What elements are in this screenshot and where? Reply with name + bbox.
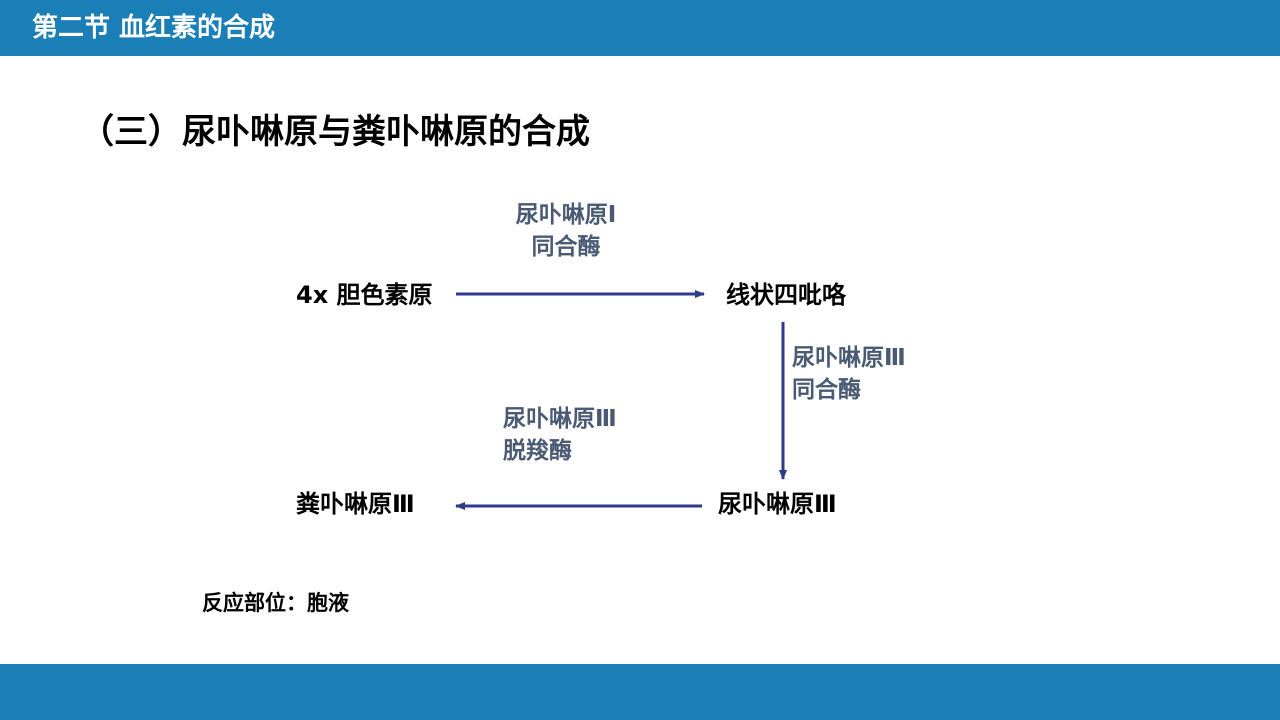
enzyme-step1-line1: 尿卟啉原Ⅰ [515, 202, 617, 228]
enzyme-step2-line1: 尿卟啉原Ⅲ [792, 345, 906, 371]
node-porphobilinogen: 4x 胆色素原 [296, 281, 433, 309]
enzyme-label-step3: 尿卟啉原Ⅲ 脱羧酶 [503, 403, 617, 467]
enzyme-step1-line2: 同合酶 [531, 234, 601, 260]
enzyme-label-step2: 尿卟啉原Ⅲ 同合酶 [792, 342, 906, 406]
enzyme-step3-line2: 脱羧酶 [503, 438, 572, 464]
enzyme-step3-line1: 尿卟啉原Ⅲ [503, 406, 617, 432]
reaction-site-text: 反应部位：胞液 [202, 591, 349, 615]
enzyme-label-step1: 尿卟啉原Ⅰ 同合酶 [490, 199, 642, 263]
node-coproporphyrinogen-iii: 粪卟啉原Ⅲ [296, 490, 415, 518]
bottom-footer-bar [0, 664, 1280, 720]
section-title: 第二节 血红素的合成 [32, 13, 276, 43]
enzyme-step2-line2: 同合酶 [792, 377, 861, 403]
node-uroporphyrinogen-iii: 尿卟啉原Ⅲ [718, 490, 837, 518]
top-header-bar: 第二节 血红素的合成 [0, 0, 1280, 56]
slide-title: （三）尿卟啉原与粪卟啉原的合成 [80, 112, 590, 152]
node-linear-tetrapyrrole: 线状四吡咯 [726, 281, 846, 309]
